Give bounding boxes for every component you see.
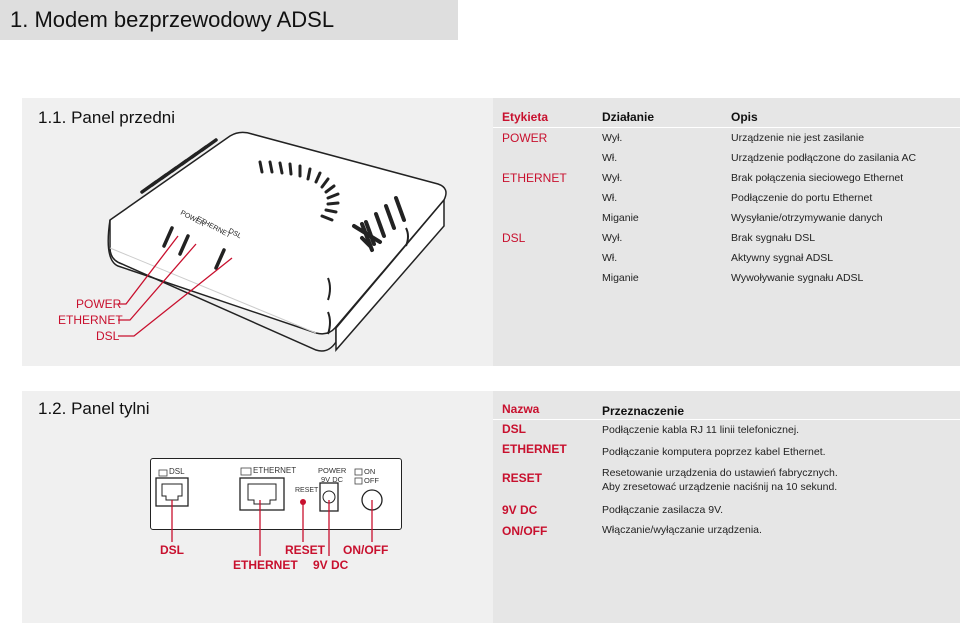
front-row-desc: Brak połączenia sieciowego Ethernet: [731, 172, 904, 184]
panel-label-off: OFF: [364, 476, 379, 485]
page-title: 1. Modem bezprzewodowy ADSL: [10, 7, 335, 32]
back-header-name: Nazwa: [502, 402, 540, 416]
back-row-purpose: Podłączenie kabla RJ 11 linii telefonicz…: [602, 424, 800, 436]
back-callout-onoff: ON/OFF: [343, 543, 389, 557]
back-header-purpose: Przeznaczenie: [602, 404, 685, 418]
front-row-label: ETHERNET: [502, 171, 567, 185]
panel-label-reset: RESET: [295, 487, 319, 494]
panel-label-ethernet: ETHERNET: [253, 466, 297, 475]
back-callout-dsl: DSL: [160, 543, 184, 557]
front-table-background: [493, 98, 960, 366]
front-header-label: Etykieta: [502, 110, 549, 124]
front-header-divider: [493, 127, 960, 128]
back-callout-ethernet: ETHERNET: [233, 558, 298, 572]
back-row-purpose: Włączanie/wyłączanie urządzenia.: [602, 524, 762, 536]
back-row-purpose: Podłączanie zasilacza 9V.: [602, 504, 724, 516]
panel-label-on: ON: [364, 467, 376, 476]
back-row-name: ETHERNET: [502, 442, 567, 456]
front-row-action: Wył.: [602, 132, 623, 144]
back-callout-9vdc: 9V DC: [313, 558, 349, 572]
front-row-desc: Wywoływanie sygnału ADSL: [731, 272, 864, 284]
front-row-action: Miganie: [602, 212, 639, 224]
back-section-title: 1.2. Panel tylni: [38, 399, 150, 418]
front-section-title: 1.1. Panel przedni: [38, 108, 176, 127]
back-row-purpose: Aby zresetować urządzenie naciśnij na 10…: [602, 481, 838, 493]
back-row-name: RESET: [502, 471, 543, 485]
front-callout-lines: [118, 235, 233, 337]
panel-label-9vdc: 9V DC: [321, 475, 344, 484]
front-row-action: Miganie: [602, 272, 639, 284]
back-row-name: DSL: [502, 422, 526, 436]
front-row-desc: Brak sygnału DSL: [731, 232, 816, 244]
front-row-desc: Urządzenie podłączone do zasilania AC: [731, 152, 917, 164]
front-header-desc: Opis: [731, 110, 758, 124]
front-callout-dsl: DSL: [96, 329, 120, 343]
front-row-label: POWER: [502, 131, 548, 145]
back-row-name: ON/OFF: [502, 524, 548, 538]
front-callout-power: POWER: [76, 297, 122, 311]
front-row-action: Wył.: [602, 232, 623, 244]
back-row-purpose: Resetowanie urządzenia do ustawień fabry…: [602, 467, 838, 479]
back-callout-lines: [171, 500, 373, 556]
front-row-action: Wł.: [602, 152, 618, 164]
modem-front-illustration: POWER ETHERNET DSL: [107, 131, 447, 353]
front-row-desc: Urządzenie nie jest zasilanie: [731, 132, 865, 144]
back-row-name: 9V DC: [502, 503, 538, 517]
panel-label-power: POWER: [318, 466, 347, 475]
back-header-divider: [493, 419, 960, 420]
front-callout-ethernet: ETHERNET: [58, 313, 123, 327]
front-row-action: Wył.: [602, 172, 623, 184]
front-header-action: Działanie: [602, 110, 655, 124]
back-row-purpose: Podłączanie komputera poprzez kabel Ethe…: [602, 446, 826, 458]
front-row-action: Wł.: [602, 252, 618, 264]
front-row-desc: Wysyłanie/otrzymywanie danych: [731, 212, 883, 224]
front-row-desc: Podłączenie do portu Ethernet: [731, 192, 873, 204]
front-row-action: Wł.: [602, 192, 618, 204]
back-table-background: [493, 391, 960, 623]
panel-label-dsl: DSL: [169, 467, 185, 476]
front-row-desc: Aktywny sygnał ADSL: [731, 252, 834, 264]
title-bar: [0, 0, 458, 40]
front-row-label: DSL: [502, 231, 526, 245]
back-callout-reset: RESET: [285, 543, 326, 557]
